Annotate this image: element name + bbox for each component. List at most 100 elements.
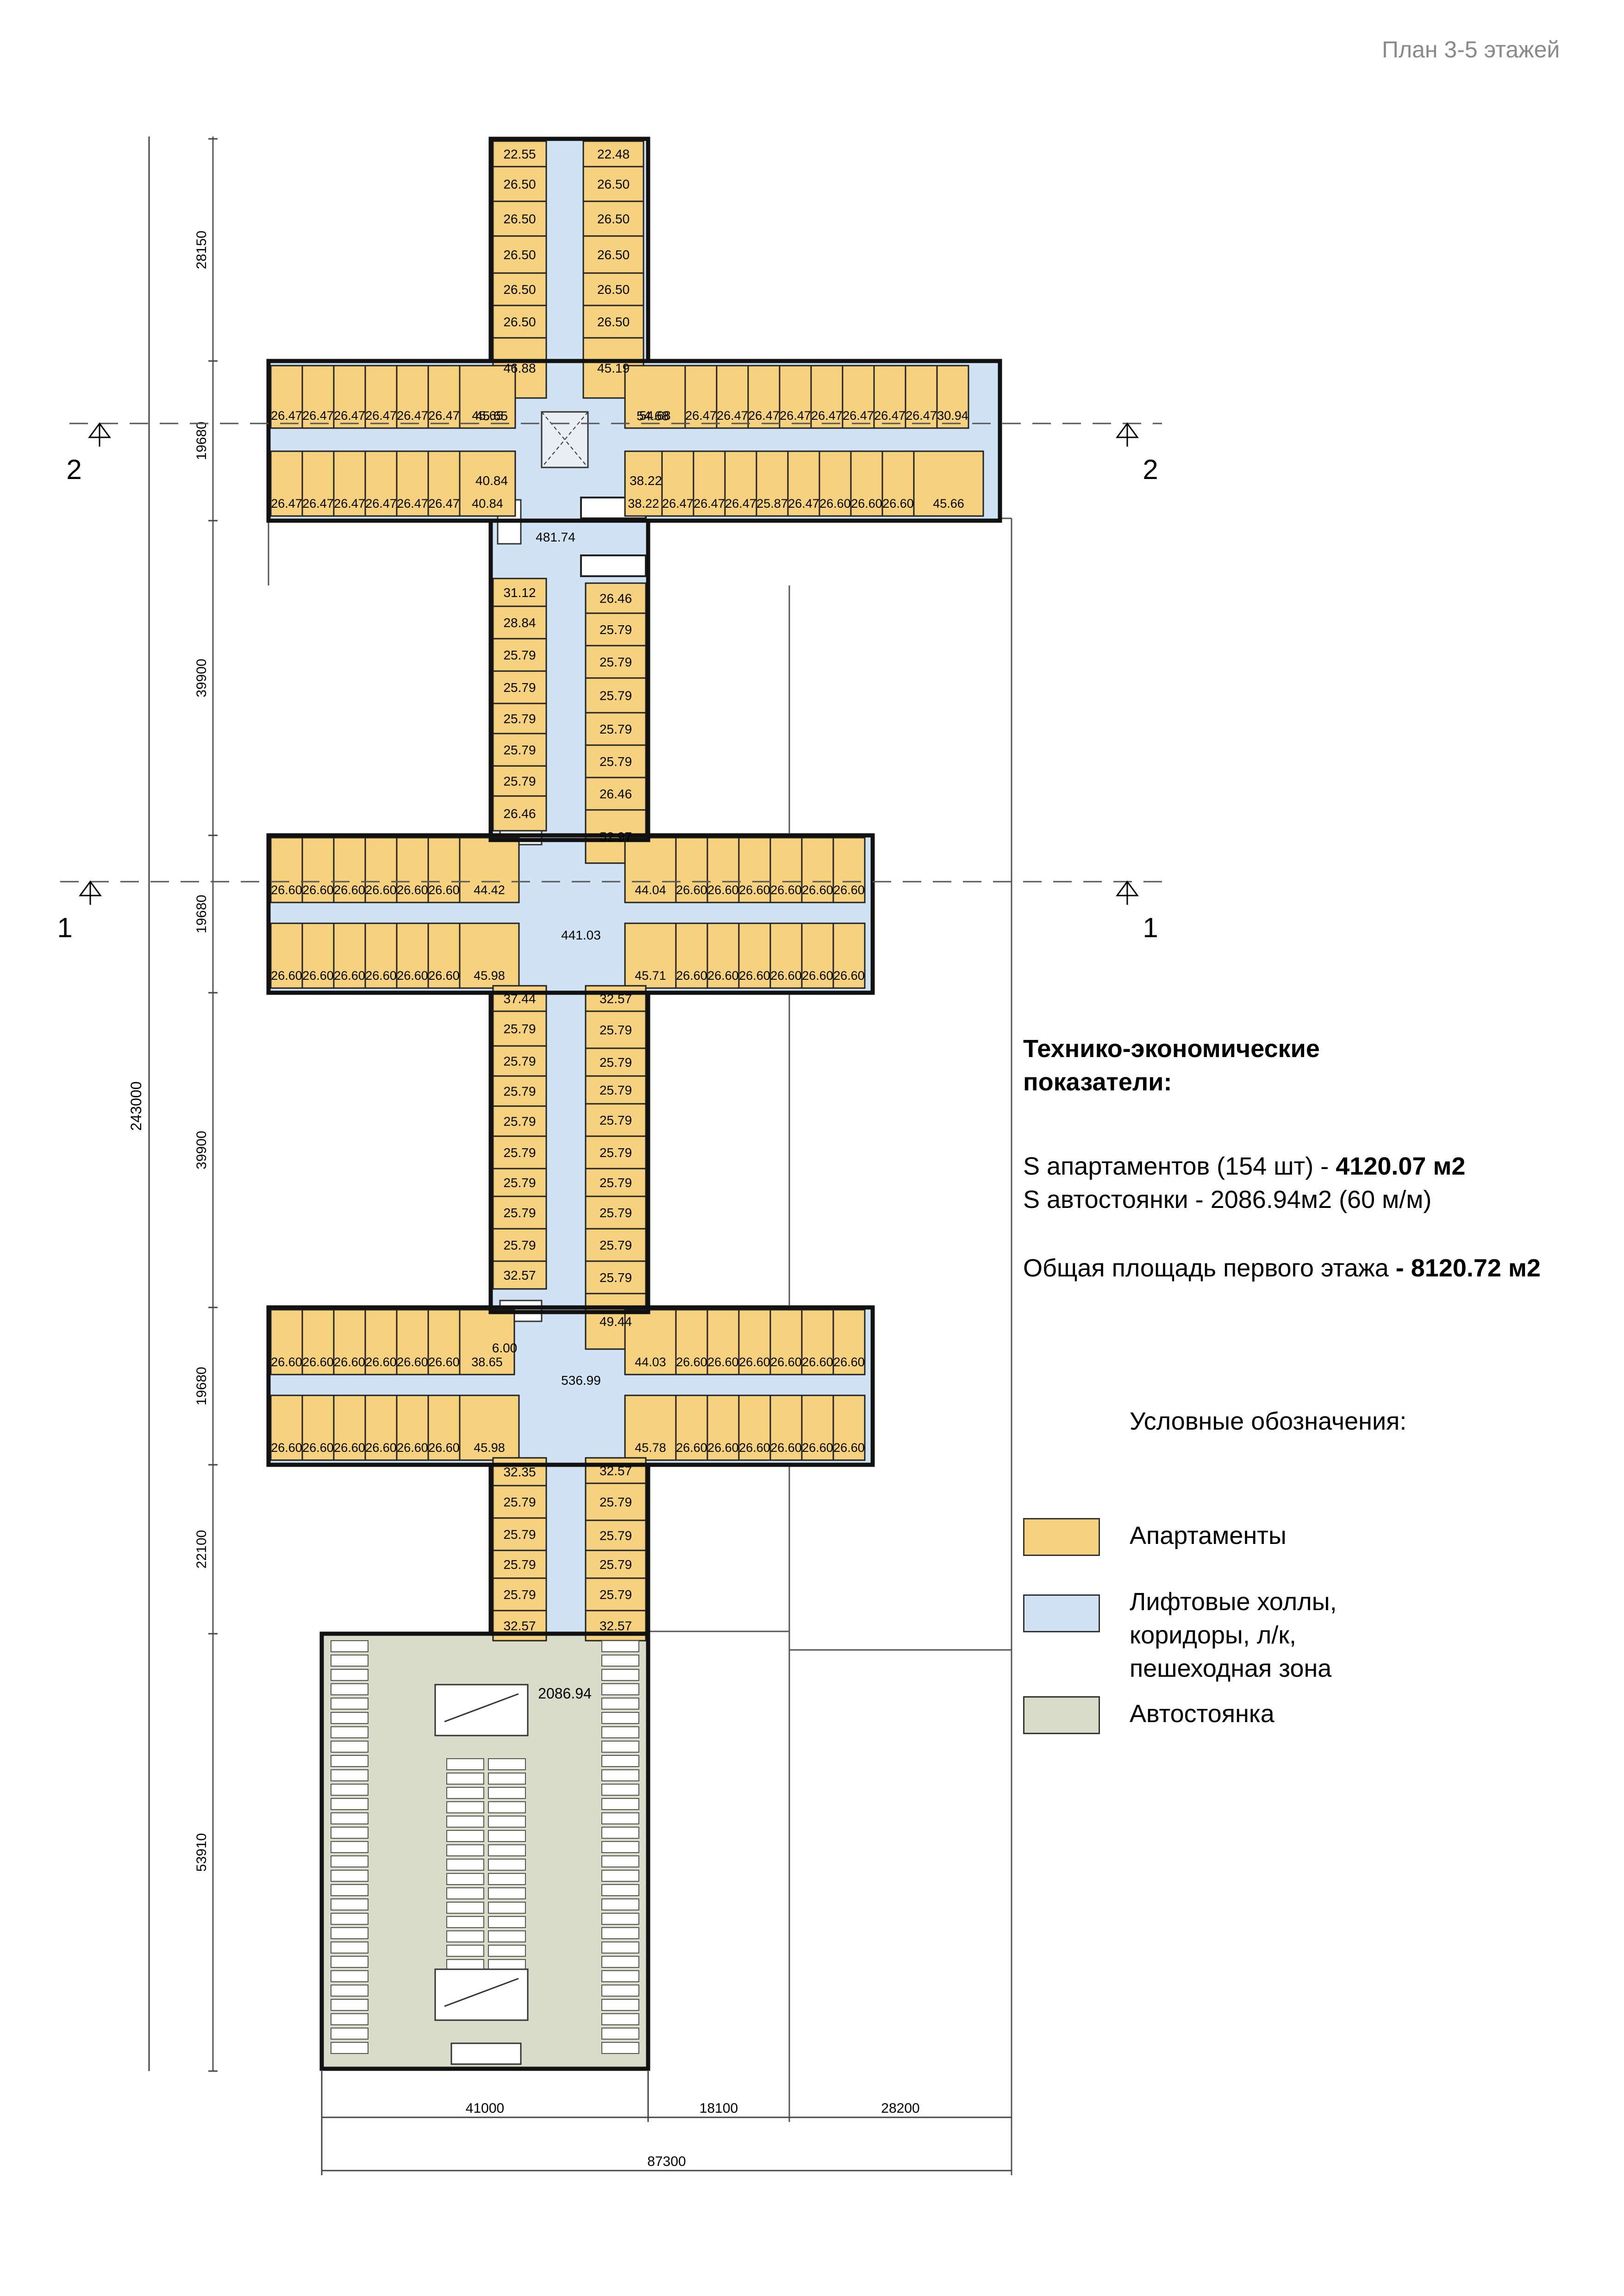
parking-stall-left xyxy=(331,1870,369,1882)
room-area-label: 26.60 xyxy=(334,1441,365,1455)
room-area-label: 26.60 xyxy=(334,969,365,983)
room-area-label: 26.46 xyxy=(503,807,536,821)
room-area-label: 26.60 xyxy=(833,1441,865,1455)
room-area-label: 45.65 xyxy=(472,409,503,423)
parking-stall-left xyxy=(331,1956,369,1968)
legend-title: Условные обозначения: xyxy=(1130,1407,1407,1435)
room-area-label: 26.47 xyxy=(725,497,756,510)
room-area-label: 25.87 xyxy=(756,497,788,510)
apartment-room xyxy=(333,922,366,989)
room-area-label: 26.60 xyxy=(802,1355,833,1369)
room-area-label: 26.60 xyxy=(802,883,833,897)
apartment-room xyxy=(427,1309,461,1375)
room-area-label: 26.60 xyxy=(739,883,770,897)
parking-stall-middle xyxy=(488,1787,526,1799)
room-area-label: 26.47 xyxy=(365,497,397,510)
room-area-label: 26.60 xyxy=(271,969,302,983)
room-area-label: 44.42 xyxy=(474,883,505,897)
room-area-label: 49.44 xyxy=(600,1314,632,1329)
dimension-lines: 2815019680399001968039900196802210053910… xyxy=(128,137,1012,2175)
apartment-room xyxy=(585,1075,647,1105)
parking-stall-right xyxy=(601,1941,639,1954)
room-area-label: 25.79 xyxy=(600,1145,632,1160)
apartment-room xyxy=(716,365,749,429)
legend-swatch-corridor xyxy=(1023,1594,1100,1632)
apartment-room xyxy=(769,922,803,989)
apartment-room xyxy=(585,677,647,714)
room-area-label: 25.79 xyxy=(503,1495,536,1509)
room-area-label: 26.60 xyxy=(302,969,334,983)
room-area-label: 26.50 xyxy=(597,177,630,192)
room-area-label: 26.47 xyxy=(302,409,334,423)
parking-stall-right xyxy=(601,1870,639,1882)
room-area-label: 26.47 xyxy=(397,497,428,510)
room-area-label: 45.65 xyxy=(475,409,508,423)
apartment-room xyxy=(624,1309,677,1375)
apartment-room xyxy=(585,1457,647,1484)
parking-stall-right xyxy=(601,1784,639,1796)
room-area-label: 25.79 xyxy=(503,712,536,726)
room-area-label: 25.79 xyxy=(600,1529,632,1543)
apartment-room xyxy=(675,1394,708,1461)
room-area-label: 26.47 xyxy=(788,497,819,510)
room-area-label: 26.60 xyxy=(707,969,739,983)
parking-stall-middle xyxy=(488,1930,526,1942)
apartment-room xyxy=(270,365,303,429)
parking-stall-left xyxy=(331,1855,369,1867)
apartment-room xyxy=(492,1517,547,1551)
apartment-room xyxy=(585,744,647,778)
room-area-label: 26.47 xyxy=(693,497,725,510)
parking-stall-right xyxy=(601,1655,639,1667)
apartment-room xyxy=(585,1260,647,1294)
apartment-room xyxy=(492,578,547,607)
room-area-label: 26.47 xyxy=(717,409,748,423)
apartment-room xyxy=(873,365,906,429)
room-area-label: 26.60 xyxy=(428,1355,460,1369)
apartment-room xyxy=(832,1309,866,1375)
room-area-label: 26.47 xyxy=(843,409,874,423)
indicators-panel: Технико-экономические показатели: S апар… xyxy=(1023,1032,1616,1734)
room-area-label: 26.60 xyxy=(676,969,707,983)
room-area-label: 25.79 xyxy=(503,1054,536,1069)
room-area-label: 40.84 xyxy=(475,473,508,488)
apartment-room xyxy=(706,1394,740,1461)
apartment-room xyxy=(585,1195,647,1230)
room-area-label: 32.35 xyxy=(503,1465,536,1479)
room-area-label: 25.79 xyxy=(600,1270,632,1285)
apartment-rooms xyxy=(270,140,984,1642)
apartment-room xyxy=(492,605,547,640)
apartment-room xyxy=(396,365,429,429)
parking-stall-right xyxy=(601,1698,639,1710)
room-area-label: 26.60 xyxy=(707,883,739,897)
dimension-label: 53910 xyxy=(194,1833,209,1872)
section-arrow-head xyxy=(88,422,111,438)
room-area-label: 26.60 xyxy=(397,883,428,897)
room-area-label: 26.47 xyxy=(271,497,302,510)
room-area-label: 25.79 xyxy=(600,1083,632,1097)
parking-stall-left xyxy=(331,2042,369,2054)
apartment-room xyxy=(427,450,461,517)
apartment-room xyxy=(585,1103,647,1137)
room-area-label: 26.50 xyxy=(597,248,630,262)
room-area-label: 25.79 xyxy=(503,1114,536,1129)
parking-stall-right xyxy=(601,1726,639,1738)
room-area-label: 38.65 xyxy=(471,1355,503,1369)
section-mark-label: 2 xyxy=(1143,454,1158,485)
apartment-room xyxy=(396,1394,429,1461)
dimension-label: 39900 xyxy=(194,659,209,697)
room-area-label: 26.47 xyxy=(334,497,365,510)
apartment-room xyxy=(832,922,866,989)
parking-stall-middle xyxy=(446,1859,484,1871)
apartment-room xyxy=(582,305,644,339)
parking-stall-right xyxy=(601,1999,639,2011)
parking-stall-left xyxy=(331,1999,369,2011)
indicators-heading-line1: Технико-экономические xyxy=(1023,1035,1320,1063)
room-area-label: 25.79 xyxy=(600,1176,632,1190)
room-area-label: 26.60 xyxy=(833,1355,865,1369)
room-area-label: 26.50 xyxy=(597,212,630,226)
room-area-label: 26.50 xyxy=(503,177,536,192)
room-area-label: 25.79 xyxy=(600,1557,632,1572)
room-area-label: 25.79 xyxy=(503,1145,536,1160)
apartment-room xyxy=(427,365,461,429)
